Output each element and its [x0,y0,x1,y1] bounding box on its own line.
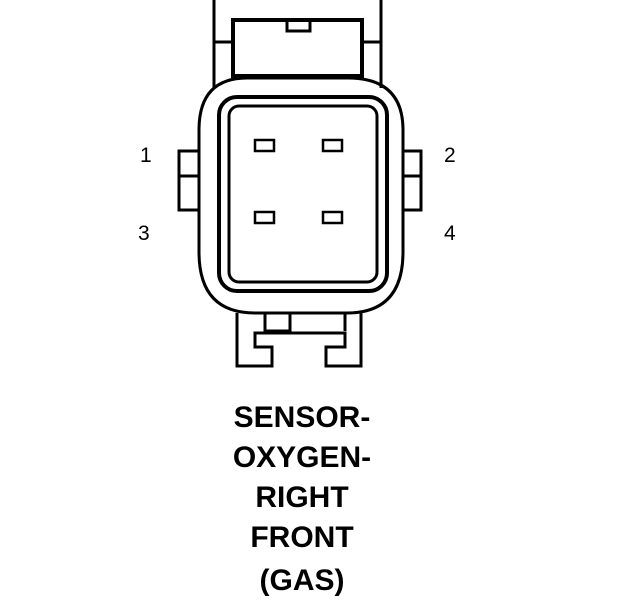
pin-2-cavity [321,138,344,153]
pin-4-cavity [321,210,344,225]
pin-label-3: 3 [138,222,150,245]
connector-face-inner [227,104,379,284]
connector-left-ear [177,149,199,212]
connector-bottom-clip [235,313,363,368]
pin-label-1: 1 [140,144,152,167]
caption-line-2: OXYGEN- [232,441,372,474]
connector-face-outer [217,95,389,293]
pin-1-cavity [253,138,276,153]
caption-line-5: (GAS) [259,564,345,597]
component-caption: SENSOR- OXYGEN- RIGHT FRONT (GAS) [0,398,604,601]
connector-housing-outer [197,76,405,315]
caption-line-4: FRONT [250,521,354,554]
connector-right-ear [403,149,423,212]
pin-3-cavity [253,210,276,225]
caption-line-1: SENSOR- [233,401,371,434]
caption-line-3: RIGHT [255,481,349,514]
pin-label-4: 4 [444,222,456,245]
connector-top-latch [212,0,383,88]
pin-label-2: 2 [444,144,456,167]
